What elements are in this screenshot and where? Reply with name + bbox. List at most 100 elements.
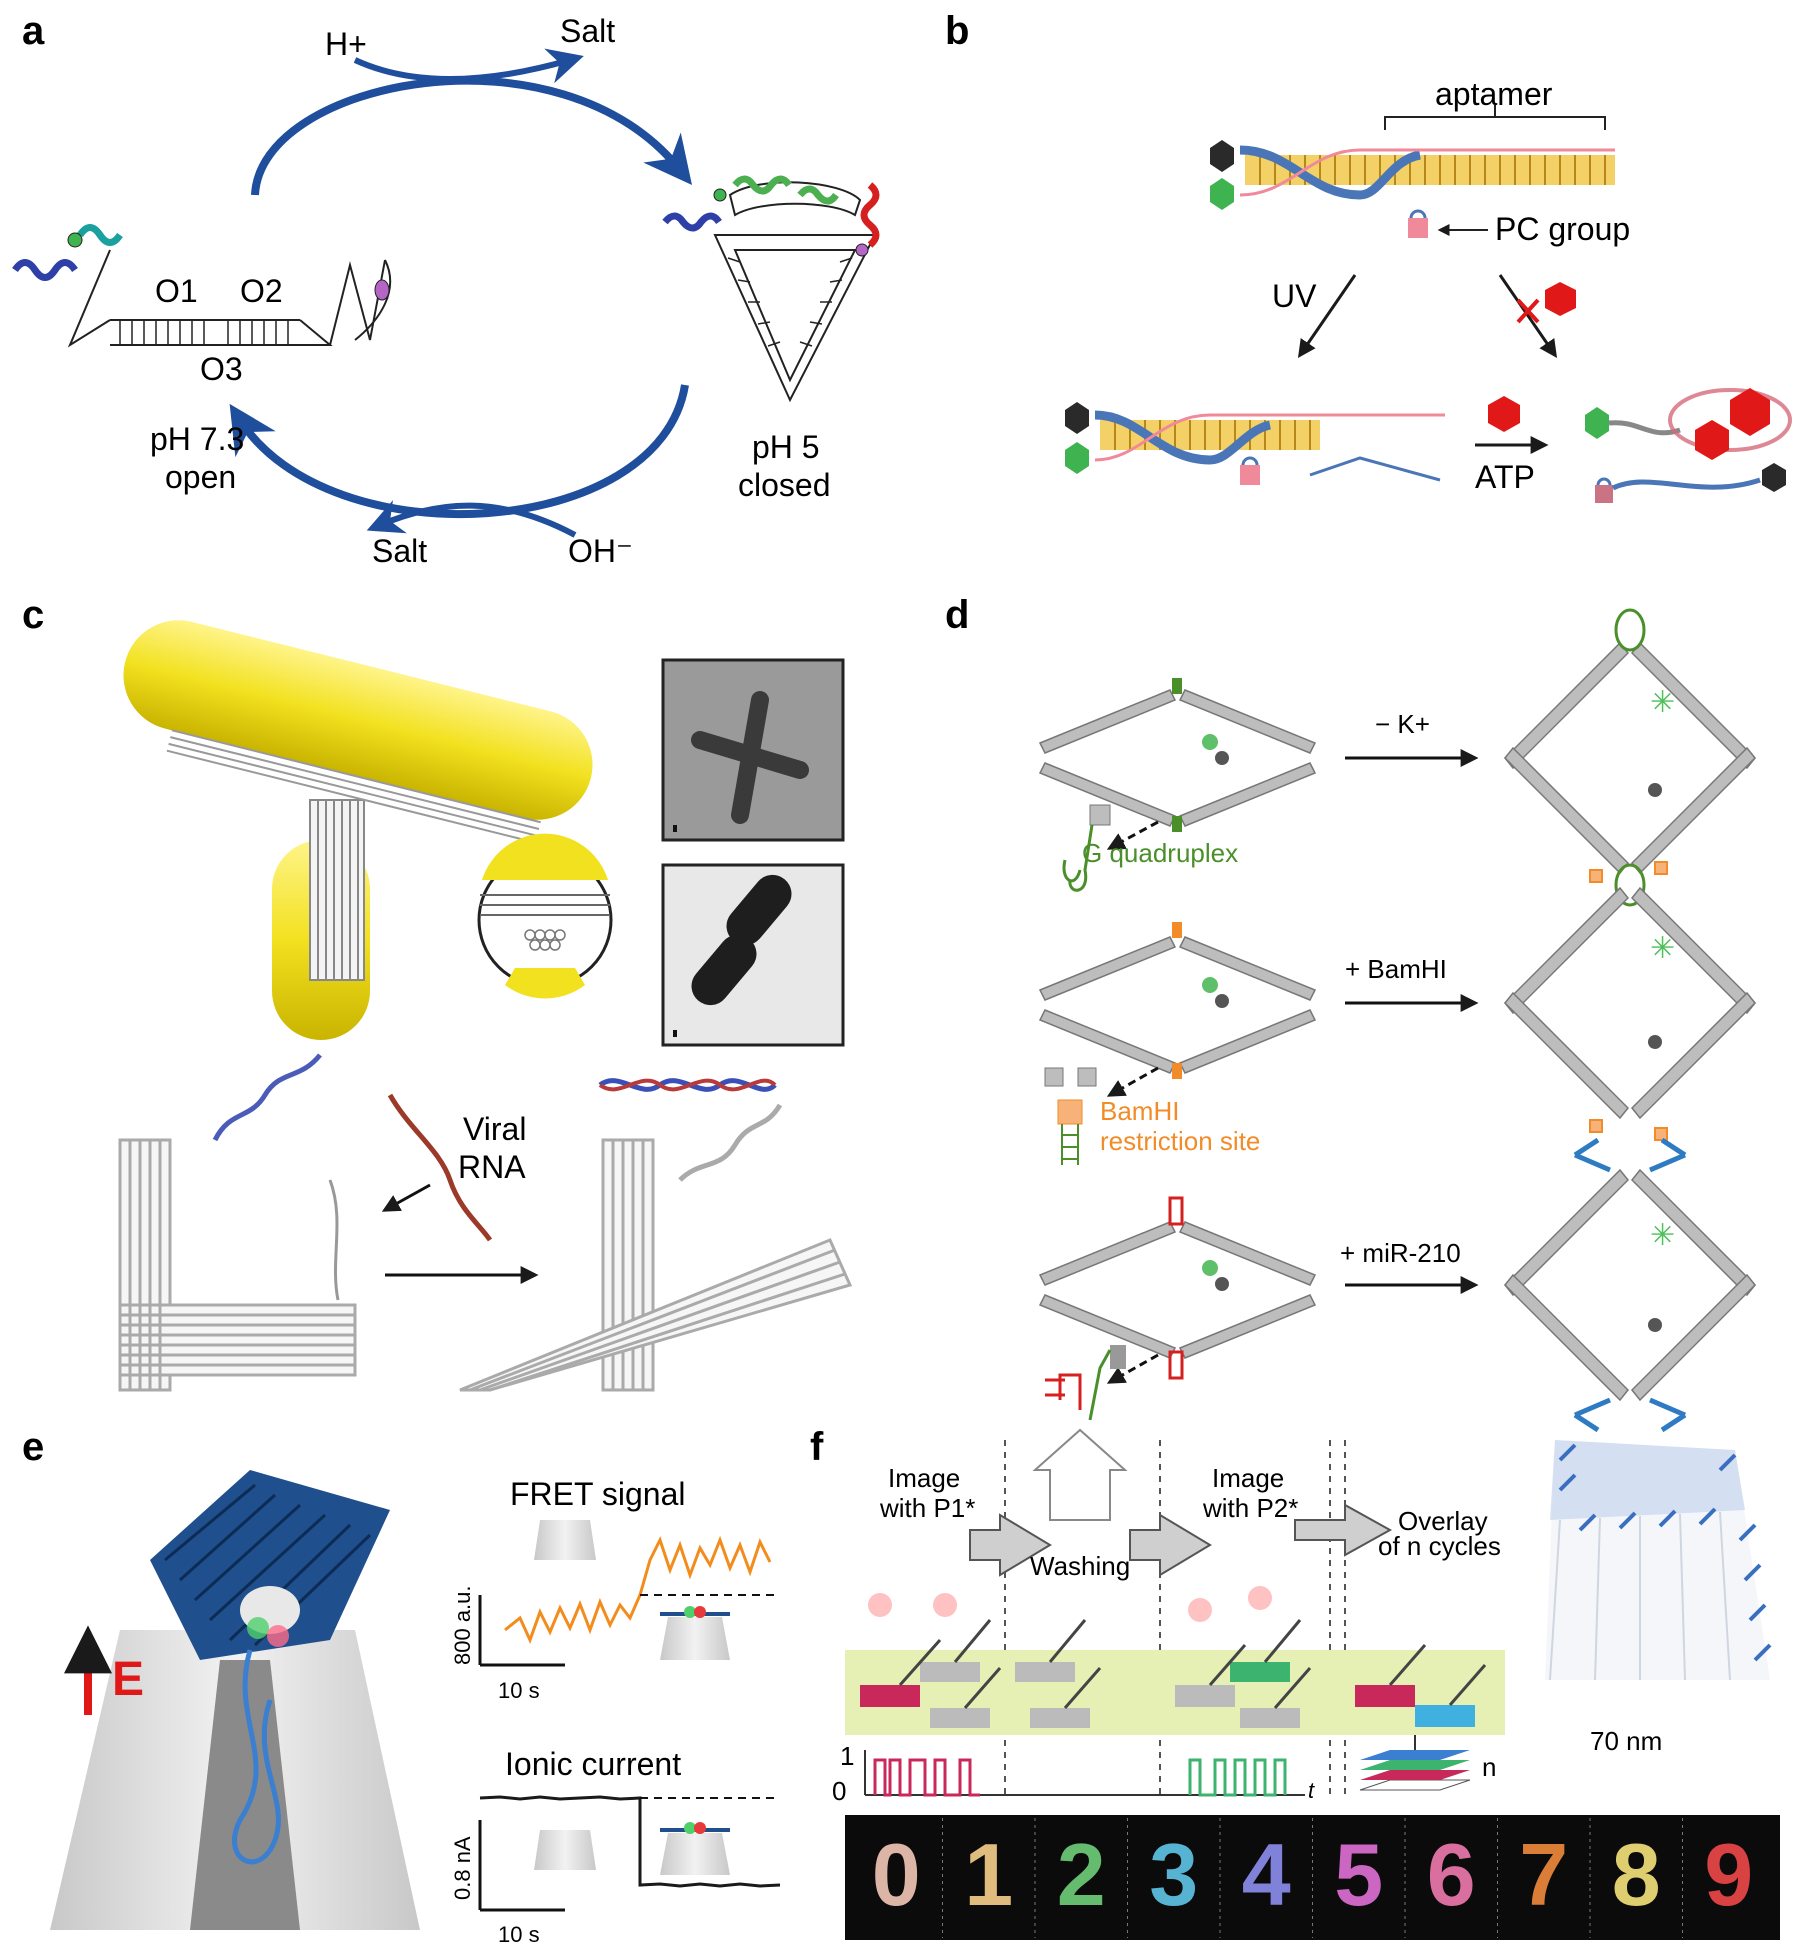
quencher-2 (1215, 994, 1229, 1008)
origami-open-state (118, 1138, 357, 1392)
p1-binding-trace (873, 1758, 980, 1797)
h-plus-label: H+ (325, 26, 367, 62)
panel-letter-a: a (22, 9, 45, 53)
image-p1-label-1: Image (888, 1463, 960, 1493)
cycle-dividers (1004, 1440, 1346, 1800)
ionic-pore-icon (534, 1830, 596, 1870)
cut-site-2 (1654, 861, 1668, 875)
gold-nanorod-horizontal (123, 620, 593, 820)
overlay-label-1: Overlay (1398, 1506, 1488, 1536)
nanopore-channel (190, 1660, 300, 1930)
tem-image-cross (661, 658, 845, 842)
uv-label: UV (1272, 278, 1317, 314)
dna-paint-digit-7: 7 (1519, 1825, 1568, 1924)
hybrid-helix-closed-red (598, 1078, 777, 1092)
g-quadruplex-label: G quadruplex (1082, 838, 1238, 868)
step-arrow-2 (1129, 1513, 1212, 1577)
mir-duplex-2 (1649, 1137, 1687, 1173)
closed-state-label: closed (738, 467, 831, 503)
minus-k-label: − K+ (1375, 709, 1430, 739)
teal-strand-open (77, 224, 123, 246)
origami-closed-state (459, 1138, 853, 1392)
quencher-1 (1215, 751, 1229, 765)
tem-image-rods (661, 863, 845, 1047)
washing-label: Washing (1030, 1551, 1130, 1581)
docking-sites (860, 1662, 1475, 1728)
g-quadruplex-pointer (1106, 820, 1159, 850)
cut-site-1 (1589, 869, 1603, 883)
cut-site-3 (1589, 1119, 1603, 1133)
origami-bundle-vertical (309, 799, 365, 981)
dna-paint-digit-9: 9 (1704, 1825, 1753, 1924)
red-strand-closed (860, 182, 880, 248)
y-axis-zero: 0 (832, 1776, 846, 1806)
imager-probe-3 (1188, 1598, 1212, 1622)
bamhi-detail (1044, 1067, 1097, 1165)
ionic-scale-x-label: 10 s (498, 1922, 540, 1947)
ph-open-label: pH 7.3 (150, 421, 244, 457)
dna-paint-strip (845, 1815, 1780, 1940)
quencher-open-3 (1648, 1318, 1662, 1332)
o2-label: O2 (240, 273, 283, 309)
g-quadruplex-bottom (1172, 816, 1182, 832)
fluorophore-3 (1202, 1260, 1218, 1276)
aptamer-bracket (1384, 105, 1606, 130)
pc-group-label: PC group (1495, 211, 1630, 247)
cycle-count-label: n (1482, 1752, 1496, 1782)
rhombus-closed-2 (1038, 936, 1317, 1074)
ionic-current-trace (479, 1795, 781, 1888)
panel-letter-d: d (945, 593, 969, 637)
green-dye-open (67, 232, 83, 248)
electric-field-label: E (112, 1653, 144, 1706)
open-state-label: open (165, 459, 236, 495)
origami-bundle-horizontal (166, 729, 541, 844)
released-complement-strand (1595, 463, 1786, 503)
fret-pore-icon (534, 1520, 596, 1560)
ionic-current-title: Ionic current (505, 1746, 681, 1782)
blue-strand-closed (662, 212, 722, 232)
block-cross (1516, 298, 1540, 324)
dna-tether (232, 1649, 281, 1865)
fluorophore-2 (1202, 977, 1218, 993)
cycle-arrow-top (251, 76, 693, 196)
blue-strand-open (12, 259, 78, 281)
cycle-arrow-bottom (229, 384, 689, 519)
dna-paint-digit-2: 2 (1057, 1825, 1106, 1924)
panel-f: f Image with P1* Washing Image with P2* … (810, 1425, 1780, 1940)
layer-stack-icon (1359, 1735, 1471, 1791)
probe-helix-closed (678, 1103, 783, 1182)
mir-detail (1045, 1345, 1126, 1421)
fret-signal-title: FRET signal (510, 1476, 685, 1512)
mir-duplex-4 (1649, 1397, 1687, 1433)
fluorescence-burst-3: ✳ (1650, 1219, 1675, 1252)
dna-paint-digit-8: 8 (1612, 1825, 1661, 1924)
fret-inset-pore (660, 1606, 730, 1660)
purple-dye-closed (855, 243, 869, 257)
probe-strand-open (328, 1179, 340, 1301)
bamhi-label-1: BamHI (1100, 1096, 1179, 1126)
salt-bottom-label: Salt (372, 533, 427, 569)
cleaved-duplex (1065, 402, 1445, 485)
green-strand-closed-2 (797, 185, 839, 205)
panel-c: c (22, 593, 853, 1392)
dna-paint-digit-0: 0 (872, 1825, 921, 1924)
plus-mir-label: + miR-210 (1340, 1238, 1461, 1268)
panel-d: d − K+ G quadruplex ✳ (945, 593, 1757, 1433)
overlay-label-2: of n cycles (1378, 1531, 1501, 1561)
bamhi-site-top (1172, 922, 1182, 938)
aptamer-duplex (1210, 140, 1615, 238)
fret-scale-x-label: 10 s (498, 1678, 540, 1703)
green-dye-closed (713, 188, 727, 202)
imager-strands (898, 1619, 1487, 1709)
bamhi-site-bottom (1172, 1063, 1182, 1079)
p2-binding-trace (1188, 1758, 1287, 1797)
mir-site-bottom (1168, 1350, 1184, 1380)
quencher-3 (1215, 1277, 1229, 1291)
ionic-inset-pore (660, 1822, 730, 1875)
atp-molecule-middle (1488, 396, 1520, 432)
atp-label: ATP (1475, 459, 1535, 495)
ionic-scale-y-label: 0.8 nA (450, 1836, 475, 1900)
panel-e: e E FRET signal 800 a.u. 10 s Ionic (22, 1425, 781, 1947)
purple-dye-open (374, 279, 390, 301)
